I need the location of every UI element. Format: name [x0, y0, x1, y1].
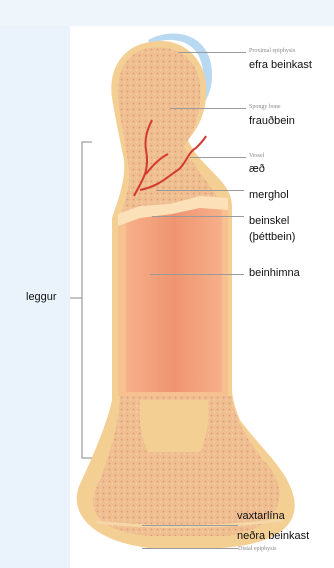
shaft-bracket: [82, 142, 92, 458]
label-thettbein: (þéttbein): [249, 231, 295, 244]
leader-line-beinskel: [152, 216, 244, 217]
background-left-panel: [0, 0, 70, 568]
leader-line-beinhimna: [150, 274, 244, 275]
label-aed: æð: [249, 163, 265, 176]
label-beinhimna: beinhimna: [249, 267, 300, 280]
leader-line-distal: [142, 548, 238, 549]
label-vaxtarlina: vaxtarlína: [237, 510, 285, 523]
spongy-bone-original-label: Spongy bone: [249, 104, 281, 111]
label-leggur: leggur: [26, 291, 57, 304]
distal-epiphysis-original-label: Distal epiphysis: [238, 546, 277, 553]
background-top-panel: [0, 0, 334, 26]
vessel-original-label: Vessel: [249, 153, 264, 160]
label-beinskel: beinskel: [249, 215, 289, 228]
leader-line-merghol: [156, 190, 244, 191]
label-efra-beinkast: efra beinkast: [249, 59, 312, 72]
leader-line-spongy: [170, 108, 246, 109]
distal-marrow-window: [139, 400, 208, 452]
leader-line-epiphysis: [178, 52, 246, 53]
proximal-epiphysis-original-label: Proximal epiphysis: [249, 48, 295, 55]
leader-line-vaxtarlina: [142, 525, 238, 526]
medullary-cavity: [126, 204, 222, 392]
label-nedra-beinkast: neðra beinkast: [237, 530, 309, 543]
label-fraudbein: frauðbein: [249, 115, 295, 128]
leader-line-vessel: [190, 157, 246, 158]
label-merghol: merghol: [249, 189, 289, 202]
